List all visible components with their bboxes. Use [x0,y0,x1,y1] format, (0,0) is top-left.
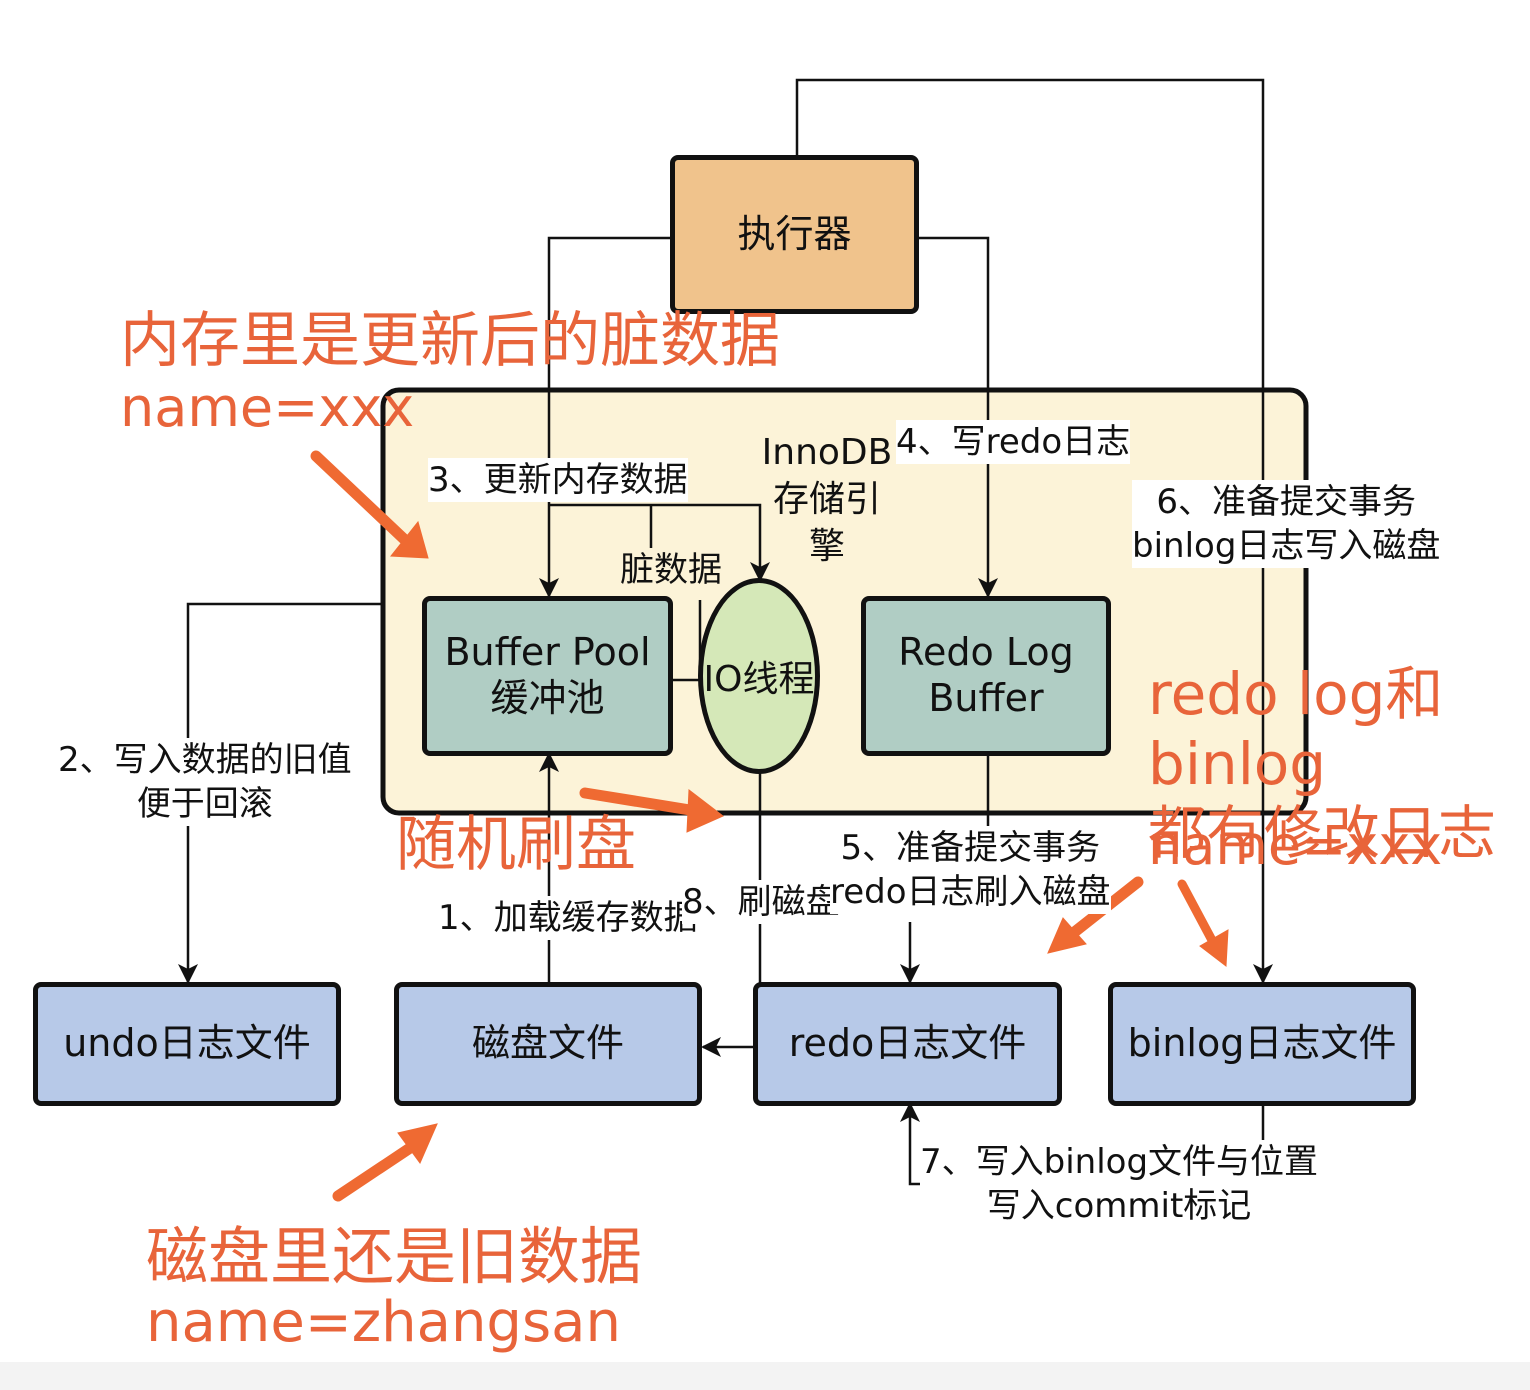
step3-label: 3、更新内存数据 [428,458,688,503]
annotation-arrow-memory [310,450,411,546]
annotation-arrowhead-disk [397,1123,438,1164]
buffer-pool-box: Buffer Pool 缓冲池 [422,596,673,756]
step8-label: 8、刷磁盘 [682,880,840,925]
bottom-band [0,1362,1530,1390]
step2-label: 2、写入数据的旧值 便于回滚 [58,738,352,827]
redo-log-buffer-box: Redo Log Buffer [861,596,1111,756]
disk-note-title: 磁盘里还是旧数据 [146,1220,643,1293]
logs-note-value: name=xxx [1148,814,1443,877]
random-flush-note: 随机刷盘 [396,810,636,880]
io-thread-label: IO线程 [703,659,815,700]
binlog-file-box: binlog日志文件 [1108,982,1416,1106]
annotation-arrowhead-flush [686,789,724,833]
memory-note-title: 内存里是更新后的脏数据 [120,306,780,376]
annotation-arrowhead-redo [1047,917,1087,954]
annotation-arrow-binlog [1177,879,1219,949]
step1-label: 1、加载缓存数据 [438,896,698,941]
dirty-data-label: 脏数据 [620,548,722,593]
annotation-arrow-flush [579,787,696,816]
step5-label: 5、准备提交事务 redo日志刷入磁盘 [830,826,1111,915]
buffer-pool-label: Buffer Pool 缓冲池 [444,630,651,720]
innodb-title: InnoDB 存储引擎 [761,432,893,567]
executor-label: 执行器 [737,211,852,256]
edge-innodb-undo [178,602,383,984]
annotation-arrowhead-binlog [1199,929,1229,967]
executor-box: 执行器 [670,155,919,314]
step4-label: 4、写redo日志 [896,420,1131,465]
io-thread-node: IO线程 [698,578,820,774]
disk-note-value: name=zhangsan [146,1290,621,1355]
binlog-file-label: binlog日志文件 [1127,1021,1397,1066]
disk-file-box: 磁盘文件 [394,982,702,1106]
annotation-arrow-disk [332,1142,416,1202]
logs-note-title: redo log和binlog 都有修改日志 [1148,660,1497,868]
edge-to-io-thread [549,503,770,582]
memory-note-value: name=xxx [120,376,415,439]
redo-file-label: redo日志文件 [788,1021,1027,1066]
annotation-arrowhead-memory [390,520,429,559]
undo-file-box: undo日志文件 [33,982,341,1106]
undo-file-label: undo日志文件 [63,1021,311,1066]
step7-label: 7、写入binlog文件与位置 写入commit标记 [920,1140,1319,1229]
step6-label: 6、准备提交事务 binlog日志写入磁盘 [1132,480,1441,569]
redo-file-box: redo日志文件 [753,982,1062,1106]
edge-executor-redobuffer [918,236,998,598]
redo-log-buffer-label: Redo Log Buffer [898,630,1074,720]
disk-file-label: 磁盘文件 [471,1021,624,1066]
